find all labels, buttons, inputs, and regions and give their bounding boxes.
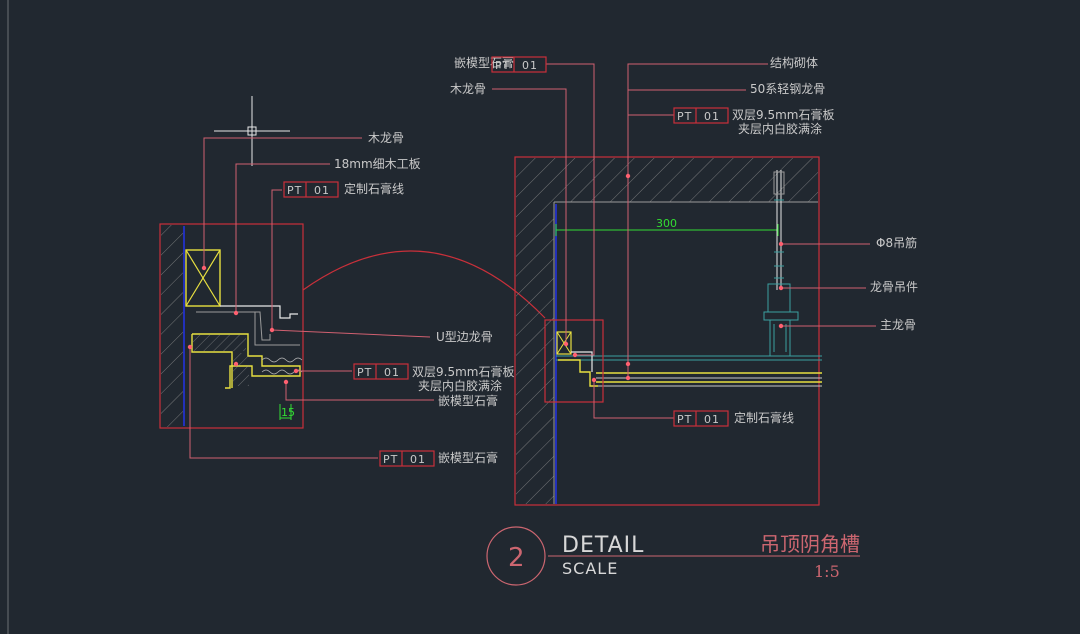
left-wall-hatch bbox=[161, 225, 183, 427]
detail-heading: DETAIL bbox=[562, 533, 644, 558]
cad-crosshair-cursor bbox=[214, 96, 290, 166]
pt01-tag-double-board-left: PT 01 bbox=[353, 363, 409, 380]
label-structure-wall: 结构砌体 bbox=[770, 55, 818, 70]
detail-number-circle bbox=[486, 526, 546, 586]
right-dim-300: 300 bbox=[656, 217, 677, 230]
label-u-edge-keel: U型边龙骨 bbox=[436, 330, 493, 344]
svg-text:PT: PT bbox=[495, 59, 510, 72]
svg-text:PT: PT bbox=[677, 413, 692, 426]
label-custom-gypsum-line-left: 定制石膏线 bbox=[344, 181, 404, 196]
svg-text:01: 01 bbox=[522, 59, 538, 72]
label-plywood: 18mm细木工板 bbox=[334, 157, 421, 171]
detail-callout-arc bbox=[302, 250, 546, 319]
right-detail-frame bbox=[514, 156, 820, 506]
label-white-glue-left: 夹层内白胶满涂 bbox=[418, 378, 502, 393]
left-dim-15: 15 bbox=[281, 406, 295, 419]
svg-text:01: 01 bbox=[704, 110, 720, 123]
svg-text:01: 01 bbox=[314, 184, 330, 197]
svg-text:01: 01 bbox=[410, 453, 426, 466]
scale-heading: SCALE bbox=[562, 559, 618, 578]
label-inlay-gypsum-left-b: 嵌模型石膏 bbox=[438, 450, 498, 465]
svg-text:PT: PT bbox=[383, 453, 398, 466]
svg-text:PT: PT bbox=[677, 110, 692, 123]
svg-text:PT: PT bbox=[287, 184, 302, 197]
pt01-tag-inlay-gypsum-right: PT 01 bbox=[491, 56, 547, 73]
svg-text:01: 01 bbox=[704, 413, 720, 426]
svg-text:01: 01 bbox=[384, 366, 400, 379]
svg-text:PT: PT bbox=[357, 366, 372, 379]
pt01-tag-inlay-gypsum-left: PT 01 bbox=[379, 450, 435, 467]
label-light-steel-keel: 50系轻钢龙骨 bbox=[750, 82, 825, 96]
label-wood-keel-right: 木龙骨 bbox=[450, 82, 486, 96]
right-detail: 300 bbox=[450, 55, 918, 506]
title-block: 2 DETAIL SCALE 吊顶阴角槽 1:5 bbox=[486, 526, 860, 586]
left-detail: 15 木龙骨 18mm细木工板 PT 01 定制石膏线 bbox=[159, 96, 514, 467]
pt01-tag-double-board-right: PT 01 bbox=[673, 107, 729, 124]
left-detail-frame bbox=[159, 223, 304, 429]
pt01-tag-gypsum-line-right: PT 01 bbox=[673, 410, 729, 427]
label-inlay-gypsum-right: 嵌模型石膏 bbox=[454, 55, 514, 70]
detail-scale-ratio: 1:5 bbox=[814, 562, 840, 581]
label-keel-hanger: 龙骨吊件 bbox=[870, 280, 918, 294]
right-inset-frame bbox=[544, 319, 604, 403]
pt01-tag-gypsum-line-left: PT 01 bbox=[283, 181, 339, 198]
label-custom-gypsum-line-right: 定制石膏线 bbox=[734, 410, 794, 425]
label-main-keel: 主龙骨 bbox=[880, 318, 916, 332]
label-white-glue-right: 夹层内白胶满涂 bbox=[738, 121, 822, 136]
left-wood-keel-block bbox=[185, 249, 221, 307]
right-wall-hatch bbox=[516, 158, 554, 504]
detail-number: 2 bbox=[508, 543, 525, 573]
label-inlay-gypsum-left-a: 嵌模型石膏 bbox=[438, 393, 498, 408]
detail-name: 吊顶阴角槽 bbox=[760, 532, 860, 556]
label-wood-keel-left: 木龙骨 bbox=[368, 131, 404, 145]
label-double-board-right: 双层9.5mm石膏板 bbox=[732, 107, 834, 122]
label-hanger-bar: Φ8吊筋 bbox=[876, 235, 917, 250]
label-double-board-left: 双层9.5mm石膏板 bbox=[412, 364, 514, 379]
